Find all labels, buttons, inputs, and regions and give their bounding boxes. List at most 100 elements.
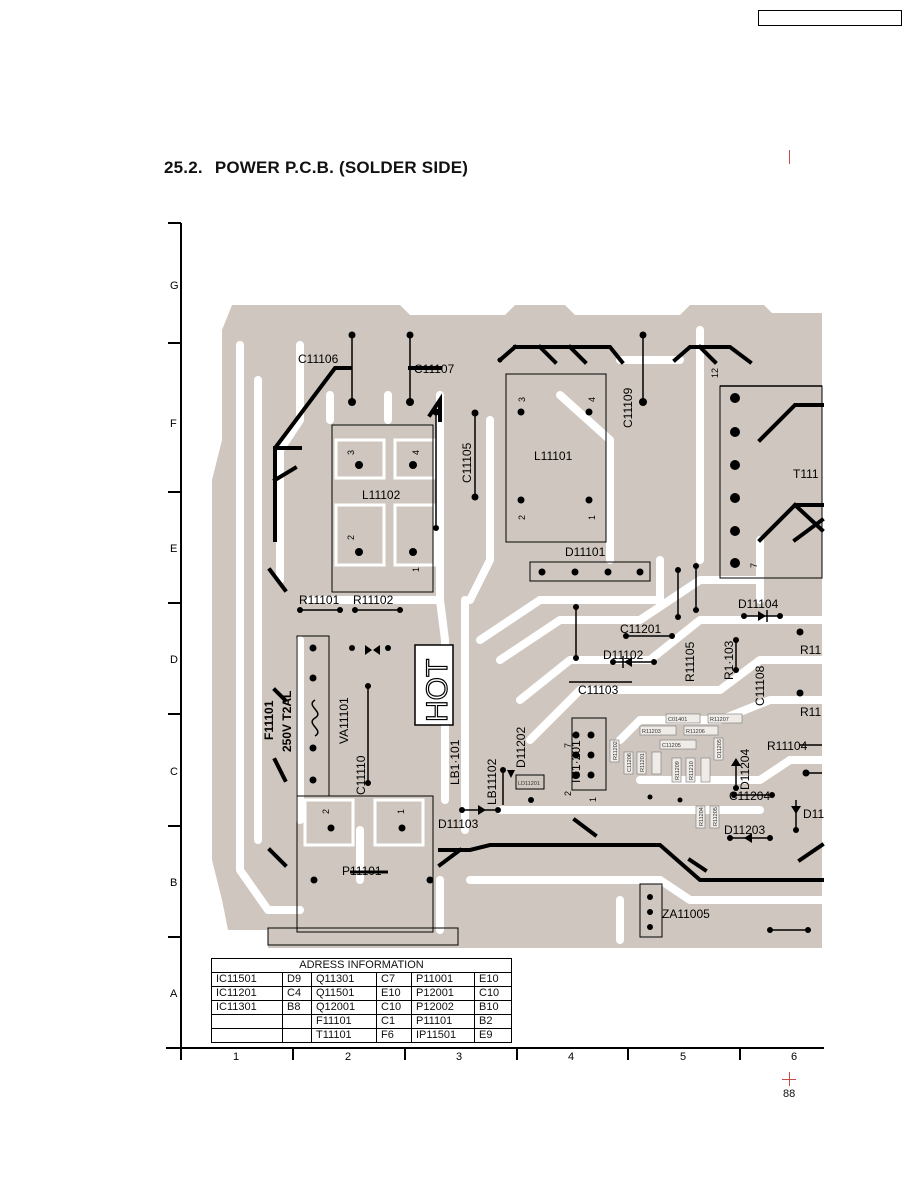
lb11102-label: LB11102: [485, 758, 499, 805]
component-outlines: [267, 373, 823, 946]
address-table-header: ADRESS INFORMATION: [211, 958, 512, 973]
pin-numbers: 3 4 2 1 3 4 2 1 12 7 2 1 7 2 1: [321, 368, 759, 814]
l11102-pin2: 2: [346, 535, 356, 540]
c11107-label: C11107: [414, 362, 455, 376]
l11102-label: L11102: [362, 488, 401, 502]
c11109-label: C11109: [621, 387, 635, 428]
l11101-pin4: 4: [587, 397, 597, 402]
l11101-label: L11101: [534, 449, 573, 463]
heavy-traces: [267, 344, 825, 882]
col-label-1: 1: [233, 1051, 239, 1063]
table-cell: B2: [474, 1014, 512, 1029]
solder-pads: [297, 331, 811, 933]
table-cell: C10: [474, 986, 512, 1001]
p11101-outline: [296, 795, 434, 933]
l11102-pin4: 4: [411, 450, 421, 455]
page-number: 88: [783, 1088, 796, 1100]
za11005-outline: [639, 883, 663, 938]
component-labels: C11106 C11107 C11105 C11109 L11101 L1110…: [298, 352, 824, 921]
ic11201-pin7: 7: [563, 743, 573, 748]
d11102-label: D11102: [603, 648, 644, 662]
d11202-symbol: [507, 770, 515, 778]
frame-axes: [166, 222, 824, 1060]
col-label-2: 2: [345, 1051, 351, 1063]
l11101-pin2: 2: [517, 515, 527, 520]
table-cell: C10: [376, 1000, 412, 1015]
r11202-label: R11202: [613, 741, 619, 760]
table-row: IC11201 C4 Q11501 E10 P12001 C10: [211, 986, 512, 1001]
table-cell: [211, 1028, 283, 1043]
table-cell: [282, 1028, 312, 1043]
va11101-label: VA11101: [337, 697, 351, 744]
table-row: IC11301 B8 Q12001 C10 P12002 B10: [211, 1000, 512, 1015]
d11101-outline: [529, 561, 651, 582]
small-part-boxes: [609, 713, 743, 829]
c01401-label: C01401: [668, 717, 687, 723]
t111-pin7: 7: [749, 563, 759, 568]
r11209-label: R11209: [675, 761, 681, 780]
address-table-title: ADRESS INFORMATION: [211, 958, 512, 973]
d11202-label: D11202: [514, 727, 528, 768]
table-cell: IC11501: [211, 972, 283, 987]
ld11201-outline: [515, 774, 545, 790]
ic11201-outline: [571, 717, 607, 791]
col-label-5: 5: [680, 1051, 686, 1063]
fuse-rating-label: 250V T2AL: [280, 691, 294, 752]
header-box: [758, 10, 902, 26]
component-leads: [300, 335, 822, 931]
r11201-label: R11201: [640, 753, 646, 772]
r11206-label: R11206: [686, 729, 705, 735]
r11105-label: R11105: [683, 641, 697, 682]
t111-pin12: 12: [710, 368, 720, 378]
table-cell: IP11501: [411, 1028, 475, 1043]
diode-symbols: [365, 610, 801, 843]
d11104-symbol: [758, 611, 766, 621]
ic11201-pin2: 2: [563, 791, 573, 796]
board-bottom-outline: [267, 927, 459, 946]
col-label-4: 4: [568, 1051, 574, 1063]
r11204-label: R11204: [699, 807, 705, 826]
table-cell: P12001: [411, 986, 475, 1001]
r11-edge-label-2: R11: [800, 705, 821, 719]
d11102-symbol: [624, 657, 632, 667]
ic11201-label: IC1·201: [569, 740, 583, 783]
table-cell: IC11301: [211, 1000, 283, 1015]
row-label-a: A: [170, 988, 178, 1000]
r11203-label: R11203: [642, 729, 661, 735]
table-cell: P11001: [411, 972, 475, 987]
r11101-label: R11101: [299, 593, 340, 607]
crop-mark-bottom-h: [782, 1079, 796, 1080]
c11103-label: C11103: [578, 683, 619, 697]
r11207-label: R11207: [710, 717, 729, 723]
hot-warning-box: [414, 644, 454, 726]
row-label-d: D: [170, 654, 178, 666]
ld11201-label: LD11201: [518, 781, 540, 787]
table-cell: D9: [282, 972, 312, 987]
l11101-pin3: 3: [517, 397, 527, 402]
table-cell: B10: [474, 1000, 512, 1015]
table-cell: C7: [376, 972, 412, 987]
r11102-diode-symbol: [373, 645, 380, 655]
table-row: IC11501 D9 Q11301 C7 P11001 E10: [211, 972, 512, 987]
table-cell: C4: [282, 986, 312, 1001]
d11103-label: D11103: [438, 817, 479, 831]
table-cell: Q11501: [311, 986, 377, 1001]
lb11101-label: LB1·101: [448, 739, 462, 785]
row-label-f: F: [170, 418, 177, 430]
d11205-label: D11205: [717, 739, 723, 758]
p11101-pin1: 1: [396, 809, 406, 814]
za11005-label: ZA11005: [662, 907, 710, 921]
t111-label: T111: [793, 467, 819, 481]
small-part-labels: C01401 R11207 R11203 R11206 C11205 R1120…: [518, 717, 729, 826]
table-cell: T11101: [311, 1028, 377, 1043]
table-cell: Q11301: [311, 972, 377, 987]
title-number: 25.2.: [164, 158, 203, 177]
table-cell: IC11201: [211, 986, 283, 1001]
d11101-label: D11101: [565, 545, 606, 559]
p11101-pin2: 2: [321, 809, 331, 814]
d11203-label: D11203: [724, 823, 765, 837]
table-row: F11101 C1 P11101 B2: [211, 1014, 512, 1029]
component-pads: [303, 438, 437, 847]
c11105-label: C11105: [460, 442, 474, 483]
